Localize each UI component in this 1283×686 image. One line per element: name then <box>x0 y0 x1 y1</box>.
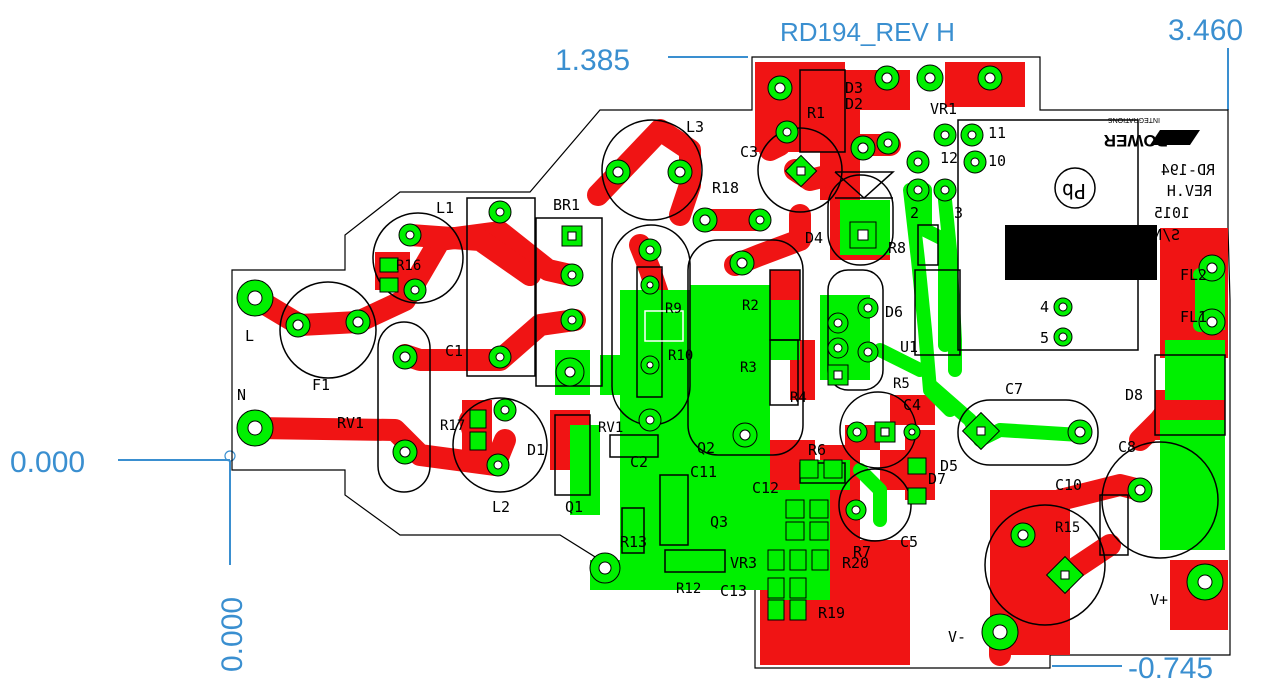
refdes-R20: R20 <box>842 554 869 572</box>
refdes-Q1: Q1 <box>565 498 583 516</box>
refdes-R5: R5 <box>893 376 910 392</box>
pin-number-labels: 11 12 10 2 3 4 5 <box>910 124 1049 347</box>
refdes-R4: R4 <box>790 390 807 406</box>
dim-bottom-y: -0.745 <box>1128 652 1213 685</box>
refdes-R16: R16 <box>396 258 421 274</box>
refdes-R10: R10 <box>668 348 693 364</box>
pin-3: 3 <box>954 204 963 222</box>
silk-rd194: RD-194 <box>1161 161 1215 179</box>
refdes-R17: R17 <box>440 418 465 434</box>
refdes-C12: C12 <box>752 479 779 497</box>
pin-2: 2 <box>910 204 919 222</box>
refdes-F1: F1 <box>312 376 330 394</box>
refdes-RV1: RV1 <box>337 414 364 432</box>
board-outline <box>231 56 1231 669</box>
refdes-D6: D6 <box>885 303 903 321</box>
silk-revh: REV.H <box>1167 182 1212 200</box>
refdes-D3: D3 <box>845 79 863 97</box>
refdes-V-plus: V+ <box>1150 591 1168 609</box>
refdes-D8: D8 <box>1125 386 1143 404</box>
silk-sn: S/N <box>1153 226 1180 244</box>
refdes-L: L <box>245 327 254 345</box>
pin-4: 4 <box>1040 298 1049 316</box>
refdes-C4: C4 <box>903 396 921 414</box>
refdes-R1: R1 <box>807 104 825 122</box>
dim-right-x: 3.460 <box>1168 14 1243 47</box>
refdes-C1: C1 <box>445 342 463 360</box>
refdes-R18: R18 <box>712 179 739 197</box>
refdes-C11: C11 <box>690 463 717 481</box>
power-integrations-logo: POWER INTEGRATIONS Pb <box>1062 116 1200 203</box>
refdes-L3: L3 <box>686 118 704 136</box>
refdes-C3: C3 <box>740 143 758 161</box>
refdes-RV1-alt: RV1 <box>598 420 623 436</box>
pads-layer <box>236 64 1226 651</box>
refdes-VR1: VR1 <box>930 100 957 118</box>
refdes-R19: R19 <box>818 604 845 622</box>
refdes-C13: C13 <box>720 582 747 600</box>
pin-10: 10 <box>988 152 1006 170</box>
refdes-VR3: VR3 <box>730 554 757 572</box>
refdes-Q2: Q2 <box>697 439 715 457</box>
pin-5: 5 <box>1040 329 1049 347</box>
dim-origin-x: 0.000 <box>10 446 85 479</box>
refdes-R15: R15 <box>1055 520 1080 536</box>
board-title: RD194_REV H <box>780 17 955 47</box>
refdes-V-minus: V- <box>948 628 966 646</box>
refdes-D4: D4 <box>805 229 823 247</box>
silkscreen-text-block: RD-194 REV.H 1015 S/N <box>1153 161 1215 244</box>
refdes-L2: L2 <box>492 498 510 516</box>
refdes-Q3: Q3 <box>710 513 728 531</box>
refdes-D5: D5 <box>940 457 958 475</box>
dimension-annotations: 1.385 RD194_REV H 3.460 0.000 0.000 -0.7… <box>10 14 1243 685</box>
refdes-C2: C2 <box>630 453 648 471</box>
refdes-R12: R12 <box>676 581 701 597</box>
refdes-U1: U1 <box>900 338 918 356</box>
refdes-FL2: FL2 <box>1180 266 1207 284</box>
pin-12: 12 <box>940 149 958 167</box>
serial-number-block <box>1005 225 1157 280</box>
refdes-C8: C8 <box>1118 438 1136 456</box>
refdes-R7: R7 <box>853 543 871 561</box>
refdes-R13: R13 <box>620 533 647 551</box>
dim-left-x: 1.385 <box>555 44 630 77</box>
refdes-D1: D1 <box>527 441 545 459</box>
pin-11: 11 <box>988 124 1006 142</box>
refdes-R9: R9 <box>665 301 682 317</box>
pb-free-mark: Pb <box>1062 179 1086 203</box>
refdes-labels: L N F1 RV1 L1 R16 C1 R17 D1 L2 BR1 L3 R1… <box>237 79 1207 646</box>
refdes-R3: R3 <box>740 360 757 376</box>
refdes-R6: R6 <box>808 441 826 459</box>
logo-power-text: POWER <box>1104 131 1168 150</box>
refdes-D2: D2 <box>845 95 863 113</box>
dim-origin-y: 0.000 <box>216 597 249 672</box>
refdes-R8: R8 <box>888 239 906 257</box>
refdes-R2: R2 <box>742 298 759 314</box>
refdes-BR1: BR1 <box>553 196 580 214</box>
refdes-C5: C5 <box>900 533 918 551</box>
refdes-FL1: FL1 <box>1180 308 1207 326</box>
refdes-C7: C7 <box>1005 380 1023 398</box>
silkscreen-layer <box>279 69 1226 626</box>
refdes-N: N <box>237 386 246 404</box>
refdes-C10: C10 <box>1055 476 1082 494</box>
silk-1015: 1015 <box>1154 204 1190 222</box>
refdes-D7: D7 <box>928 470 946 488</box>
refdes-L1: L1 <box>436 199 454 217</box>
logo-integrations-text: INTEGRATIONS <box>1108 116 1160 123</box>
